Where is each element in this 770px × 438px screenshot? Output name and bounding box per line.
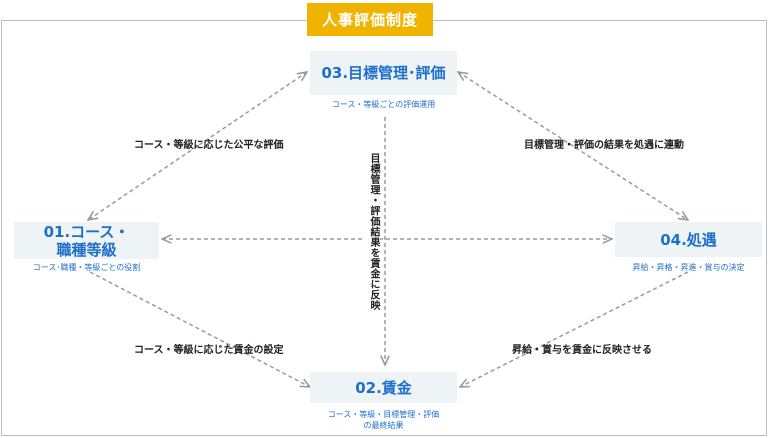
node-02-label: 02.賃金 [355, 378, 412, 397]
node-04-treatment: 04.処遇 [615, 222, 762, 257]
edge-label-center-vertical: 目標管理・評価結果を賃金に反映 [364, 153, 380, 325]
arrow-n03-n01 [88, 72, 307, 220]
node-01-sub: コース･職種・等級ごとの役割 [32, 263, 141, 272]
node-01-course-grade: 01.コース・職種等級 [14, 222, 159, 259]
node-02-sub-line1: コース・等級・目標管理・評価 [327, 410, 440, 419]
arrow-n04-n02 [460, 271, 689, 387]
node-03-label: 03.目標管理･評価 [321, 64, 446, 82]
node-01-label: 01.コース・職種等級 [43, 222, 130, 259]
node-02-sub: コース・等級・目標管理・評価 の最終結果 [305, 409, 462, 431]
edge-label-bottom-left: コース・等級に応じた賃金の設定 [134, 345, 284, 356]
diagram-title: 人事評価制度 [307, 3, 433, 36]
edge-label-top-right: 目標管理・評価の結果を処遇に連動 [524, 140, 684, 151]
node-04-label: 04.処遇 [660, 230, 717, 249]
node-04-sub: 昇給・昇格・昇進・賞与の決定 [632, 263, 745, 272]
node-03-goal-evaluation: 03.目標管理･評価 [310, 51, 457, 95]
edge-label-bottom-right: 昇給・賞与を賃金に反映させる [512, 345, 652, 356]
node-02-sub-line2: の最終結果 [363, 421, 404, 430]
arrow-n01-n02 [89, 271, 310, 387]
node-03-sub: コース・等級ごとの評価運用 [331, 100, 436, 109]
node-02-wage: 02.賃金 [310, 372, 457, 403]
arrow-n03-n04 [458, 72, 688, 220]
edge-label-top-left: コース・等級に応じた公平な評価 [134, 140, 284, 151]
